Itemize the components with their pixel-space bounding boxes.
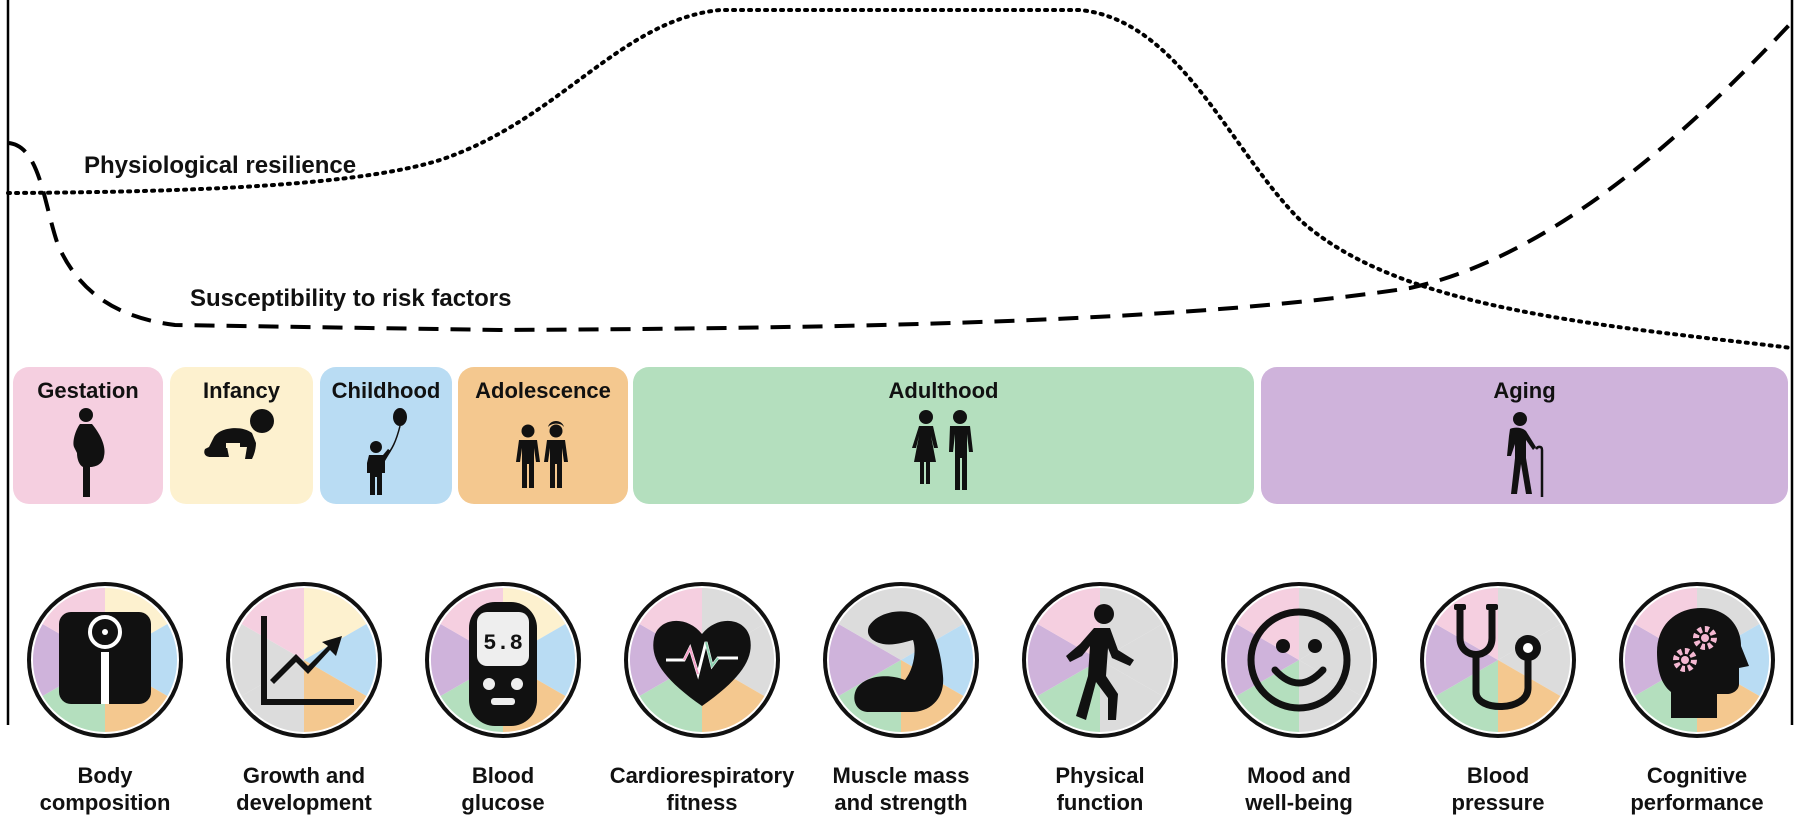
heart-pulse-icon [624,582,780,738]
crawling-baby-icon [203,409,274,459]
stage-adolescence: Adolescence [458,367,628,504]
pregnant-woman-icon [73,408,105,497]
glucose-meter-icon: 5.8 [425,582,581,738]
susceptibility-curve [7,20,1794,333]
stage-label: Adulthood [888,378,999,403]
outcome-mood-and-well-being: Mood and well-being [1199,580,1399,815]
resilience-label: Physiological resilience [84,152,357,179]
head-gears-icon [1619,582,1775,738]
stethoscope-icon [1420,582,1576,738]
outcome-body-composition: Body composition [5,580,205,815]
stage-gestation: Gestation [13,367,163,504]
teenagers-icon [516,421,568,488]
stage-childhood: Childhood [320,367,452,504]
outcome-label: Blood glucose [461,763,545,815]
stage-label: Gestation [37,378,139,403]
flexed-arm-icon [823,582,979,738]
outcome-label: Cognitive performance [1630,763,1764,815]
stage-adulthood: Adulthood [633,367,1254,504]
stage-label: Childhood [331,378,441,403]
outcome-cardiorespiratory-fitness: Cardiorespiratory fitness [602,580,802,815]
outcome-label: Growth and development [236,763,372,815]
outcome-label: Muscle mass and strength [832,763,970,815]
child-with-balloon-icon [367,408,407,495]
stage-aging: Aging [1261,367,1788,504]
physiological-resilience-curve [6,8,1794,350]
outcome-muscle-mass-and-strength: Muscle mass and strength [801,580,1001,815]
outcome-blood-glucose: 5.8 Blood glucose [403,580,603,815]
outcome-label: Mood and well-being [1245,763,1353,815]
outcome-label: Blood pressure [1451,763,1545,815]
walking-person-icon [1022,582,1178,738]
outcome-growth-and-development: Growth and development [204,580,404,815]
outcome-label: Physical function [1055,763,1145,815]
outcome-label: Cardiorespiratory fitness [609,763,795,815]
glucose-reading: 5.8 [483,631,523,656]
smiley-face-icon [1221,582,1377,738]
stage-label: Infancy [202,378,281,403]
outcome-label: Body composition [39,763,171,815]
stage-infancy: Infancy [170,367,313,504]
adults-couple-icon [911,410,973,490]
elderly-with-cane-icon [1506,412,1543,497]
growth-chart-icon [226,582,382,738]
outcome-cognitive-performance: Cognitive performance [1597,580,1797,815]
stage-label: Adolescence [475,378,611,403]
susceptibility-label: Susceptibility to risk factors [190,285,512,312]
weighing-scale-icon [27,582,183,738]
outcome-physical-function: Physical function [1000,580,1200,815]
outcome-blood-pressure: Blood pressure [1398,580,1598,815]
stage-label: Aging [1493,378,1556,403]
